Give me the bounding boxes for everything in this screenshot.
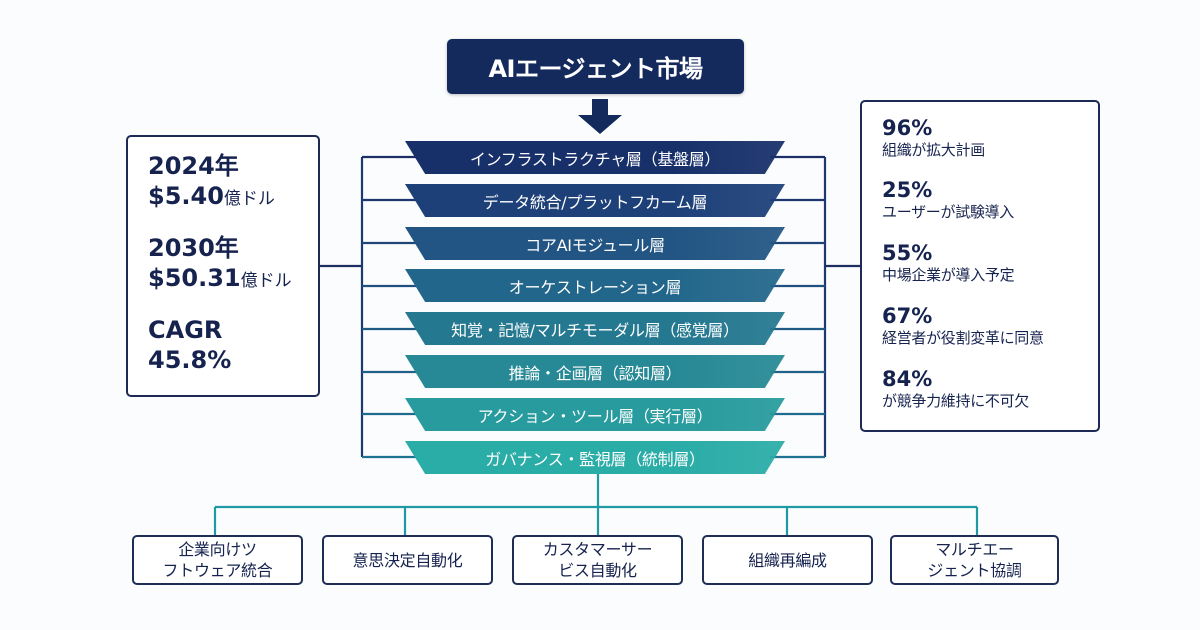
- market-2024-value: $5.40: [148, 182, 224, 210]
- stat-description: 中場企業が導入予定: [882, 266, 1015, 284]
- bottom-tree: [213, 474, 979, 536]
- market-title: AIエージェント市場: [447, 39, 744, 94]
- market-2030-unit: 億ドル: [240, 271, 292, 291]
- layer-label: コアAIモジュール層: [525, 235, 665, 255]
- stat-percent: 67%: [882, 304, 933, 328]
- market-2030-value: $50.31: [148, 264, 241, 292]
- stat-item: 84% が競争力維持に不可欠: [882, 367, 1029, 411]
- market-2024: 2024年 $5.40億ドル: [148, 151, 275, 214]
- app-label-line1: マルチエー: [935, 540, 1014, 559]
- layer-label: アクション・ツール層（実行層）: [477, 406, 713, 426]
- layer-orchestration: オーケストレーション層: [405, 269, 785, 302]
- layer-infrastructure: インフラストラクチャ層（基盤層）: [405, 141, 785, 174]
- adoption-stats-box: 96% 組織が拡大計画 25% ユーザーが試験導入 55% 中場企業が導入予定 …: [860, 100, 1100, 432]
- layer-label: 知覚・記憶/マルチモーダル層（感覚層）: [451, 320, 739, 340]
- app-label-line2: ビス自動化: [558, 561, 637, 580]
- stat-description: 組織が拡大計画: [882, 141, 985, 159]
- stat-description: が競争力維持に不可欠: [882, 392, 1030, 410]
- layer-label: 推論・企画層（認知層）: [508, 363, 682, 383]
- layer-data-integration: データ統合/プラットフカーム層: [405, 184, 785, 217]
- stat-item: 67% 経営者が役割変革に同意: [882, 304, 1044, 348]
- layer-label: インフラストラクチャ層（基盤層）: [469, 149, 721, 169]
- app-decision-automation: 意思決定自動化: [322, 535, 493, 585]
- layer-core-ai: コアAIモジュール層: [405, 227, 785, 260]
- stat-percent: 84%: [882, 367, 933, 391]
- market-cagr-label: CAGR: [148, 316, 223, 344]
- down-arrow-icon: [578, 99, 622, 134]
- market-cagr-value: 45.8%: [148, 346, 232, 374]
- layer-label: データ統合/プラットフカーム層: [482, 192, 708, 212]
- layer-perception: 知覚・記憶/マルチモーダル層（感覚層）: [405, 312, 785, 345]
- app-multi-agent: マルチエージェント協調: [890, 535, 1059, 585]
- stat-percent: 96%: [882, 116, 933, 140]
- layer-reasoning: 推論・企画層（認知層）: [405, 355, 785, 388]
- left-bracket: [316, 155, 420, 459]
- stat-item: 55% 中場企業が導入予定: [882, 241, 1015, 285]
- stat-item: 25% ユーザーが試験導入: [882, 178, 1014, 222]
- stat-percent: 25%: [882, 178, 933, 202]
- market-cagr: CAGR 45.8%: [148, 315, 231, 375]
- market-2024-unit: 億ドル: [223, 189, 275, 209]
- app-label-line1: カスタマーサー: [542, 540, 653, 559]
- app-label-line1: 企業向けツ: [178, 540, 257, 559]
- app-org-restructuring: 組織再編成: [702, 535, 873, 585]
- stat-percent: 55%: [882, 241, 933, 265]
- right-bracket: [770, 155, 860, 459]
- stat-description: ユーザーが試験導入: [882, 203, 1015, 221]
- layer-label: ガバナンス・監視層（統制層）: [485, 449, 705, 469]
- market-size-box: 2024年 $5.40億ドル 2030年 $50.31億ドル CAGR 45.8…: [126, 135, 320, 397]
- layer-action: アクション・ツール層（実行層）: [405, 398, 785, 431]
- app-label-line2: ジェント協調: [927, 561, 1022, 580]
- app-customer-service: カスタマーサービス自動化: [512, 535, 683, 585]
- market-2030: 2030年 $50.31億ドル: [148, 233, 292, 296]
- layer-governance: ガバナンス・監視層（統制層）: [405, 441, 785, 474]
- market-2030-year: 2030年: [148, 234, 239, 262]
- app-label-line1: 意思決定自動化: [352, 550, 463, 570]
- stat-description: 経営者が役割変革に同意: [882, 329, 1044, 347]
- app-label-line2: フトウェア統合: [162, 561, 273, 580]
- market-2024-year: 2024年: [148, 152, 239, 180]
- app-label-line1: 組織再編成: [748, 550, 827, 570]
- app-enterprise-software: 企業向けツフトウェア統合: [132, 535, 303, 585]
- stat-item: 96% 組織が拡大計画: [882, 116, 985, 160]
- market-title-text: AIエージェント市場: [488, 55, 703, 83]
- layer-label: オーケストレーション層: [508, 277, 682, 297]
